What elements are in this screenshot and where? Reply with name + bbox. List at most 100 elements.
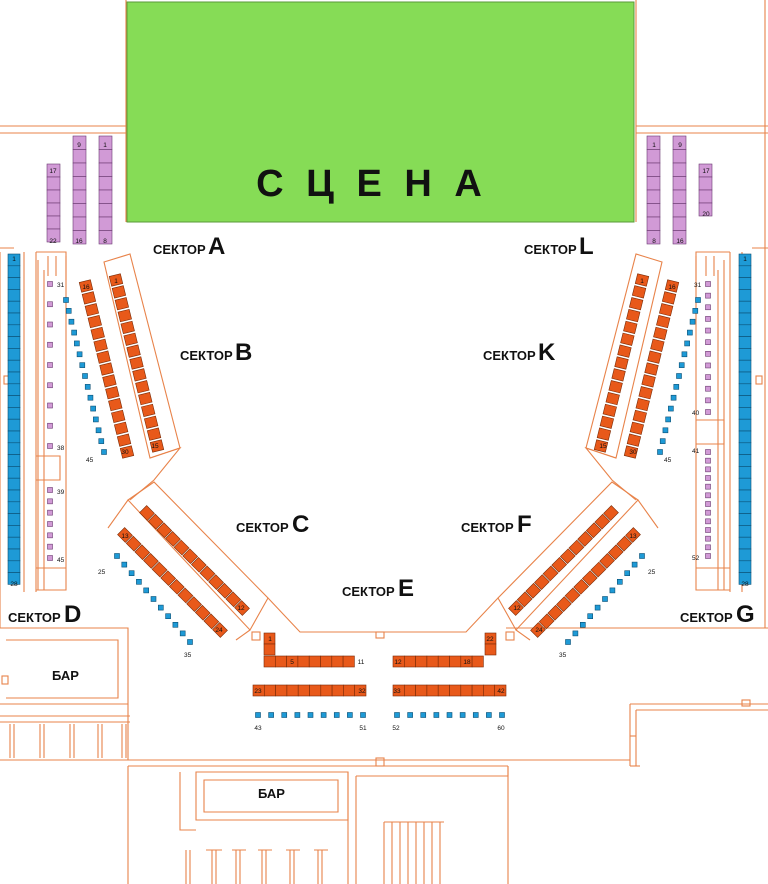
seat[interactable] bbox=[672, 149, 687, 164]
seat[interactable] bbox=[426, 655, 439, 668]
seat[interactable] bbox=[681, 351, 688, 358]
seat[interactable] bbox=[7, 501, 21, 514]
seat[interactable] bbox=[76, 351, 83, 358]
seat[interactable] bbox=[7, 265, 21, 278]
seat[interactable] bbox=[705, 449, 711, 455]
seat[interactable] bbox=[234, 600, 250, 616]
seat[interactable] bbox=[165, 613, 171, 620]
seat[interactable] bbox=[286, 684, 299, 697]
seat[interactable] bbox=[738, 560, 752, 573]
seat[interactable] bbox=[129, 356, 144, 370]
seat[interactable] bbox=[212, 622, 228, 638]
seat[interactable] bbox=[268, 712, 274, 718]
seat[interactable] bbox=[551, 556, 568, 573]
seat[interactable] bbox=[119, 445, 135, 459]
seat[interactable] bbox=[46, 215, 61, 230]
seat[interactable] bbox=[190, 556, 207, 573]
seat[interactable] bbox=[117, 308, 132, 323]
seat[interactable] bbox=[90, 326, 105, 341]
seat[interactable] bbox=[635, 397, 650, 412]
seat[interactable] bbox=[602, 596, 608, 602]
seat[interactable] bbox=[672, 176, 687, 191]
seat[interactable] bbox=[585, 522, 602, 539]
seat[interactable] bbox=[7, 513, 21, 526]
seat[interactable] bbox=[449, 684, 462, 697]
seat[interactable] bbox=[738, 277, 752, 290]
seat[interactable] bbox=[594, 604, 601, 611]
seat[interactable] bbox=[705, 281, 711, 287]
seat[interactable] bbox=[7, 336, 21, 349]
seat[interactable] bbox=[108, 397, 123, 412]
seat[interactable] bbox=[646, 176, 661, 191]
seat[interactable] bbox=[46, 228, 61, 243]
seat[interactable] bbox=[72, 162, 87, 177]
seat[interactable] bbox=[616, 578, 623, 585]
seat[interactable] bbox=[638, 386, 653, 400]
seat[interactable] bbox=[114, 553, 120, 559]
seat[interactable] bbox=[646, 149, 661, 164]
seat[interactable] bbox=[47, 301, 53, 308]
seat[interactable] bbox=[494, 684, 507, 697]
seat[interactable] bbox=[577, 531, 593, 547]
seat[interactable] bbox=[7, 300, 21, 314]
seat[interactable] bbox=[628, 297, 644, 311]
seat[interactable] bbox=[646, 203, 661, 218]
seat[interactable] bbox=[114, 297, 130, 311]
seat[interactable] bbox=[120, 320, 135, 335]
seat[interactable] bbox=[738, 383, 752, 396]
seat[interactable] bbox=[695, 297, 701, 303]
seat[interactable] bbox=[705, 292, 711, 299]
seat[interactable] bbox=[433, 712, 440, 718]
seat[interactable] bbox=[98, 203, 113, 218]
seat[interactable] bbox=[657, 449, 663, 455]
seat[interactable] bbox=[705, 409, 711, 415]
seat[interactable] bbox=[641, 374, 656, 388]
seat[interactable] bbox=[705, 527, 711, 533]
seat[interactable] bbox=[611, 368, 626, 382]
seat[interactable] bbox=[320, 684, 333, 697]
seat[interactable] bbox=[132, 368, 147, 382]
seat[interactable] bbox=[7, 371, 21, 385]
seat[interactable] bbox=[172, 621, 179, 628]
seat[interactable] bbox=[646, 189, 661, 204]
sector-l-label[interactable]: СЕКТОР L bbox=[524, 233, 594, 260]
seat[interactable] bbox=[138, 391, 153, 406]
seat[interactable] bbox=[665, 416, 671, 423]
seat[interactable] bbox=[738, 324, 752, 337]
seat[interactable] bbox=[705, 385, 711, 392]
seat[interactable] bbox=[599, 415, 615, 429]
seat[interactable] bbox=[587, 613, 594, 620]
seat[interactable] bbox=[738, 548, 752, 562]
seat[interactable] bbox=[687, 329, 693, 336]
seat[interactable] bbox=[738, 359, 752, 373]
seat[interactable] bbox=[650, 338, 665, 352]
seat[interactable] bbox=[705, 351, 711, 357]
seat[interactable] bbox=[542, 565, 559, 582]
seat[interactable] bbox=[47, 341, 53, 348]
seat[interactable] bbox=[596, 427, 612, 441]
seat[interactable] bbox=[65, 308, 72, 314]
seat[interactable] bbox=[7, 395, 21, 408]
seat[interactable] bbox=[93, 416, 99, 423]
seat[interactable] bbox=[307, 712, 314, 718]
seat[interactable] bbox=[705, 339, 711, 345]
seat[interactable] bbox=[7, 466, 21, 479]
seat[interactable] bbox=[179, 630, 186, 637]
seat[interactable] bbox=[47, 362, 53, 368]
seat[interactable] bbox=[156, 522, 173, 539]
seat[interactable] bbox=[74, 340, 80, 347]
seat[interactable] bbox=[7, 418, 21, 432]
seat[interactable] bbox=[705, 483, 711, 490]
seat[interactable] bbox=[47, 402, 53, 409]
seat[interactable] bbox=[165, 531, 181, 547]
seat[interactable] bbox=[705, 544, 711, 551]
seat[interactable] bbox=[96, 350, 111, 364]
seat[interactable] bbox=[87, 394, 94, 401]
seat[interactable] bbox=[738, 454, 752, 467]
seat[interactable] bbox=[7, 560, 21, 573]
seat[interactable] bbox=[47, 382, 53, 389]
seat[interactable] bbox=[7, 359, 21, 373]
seat[interactable] bbox=[437, 655, 450, 668]
seat[interactable] bbox=[415, 684, 428, 697]
seat[interactable] bbox=[47, 422, 53, 429]
